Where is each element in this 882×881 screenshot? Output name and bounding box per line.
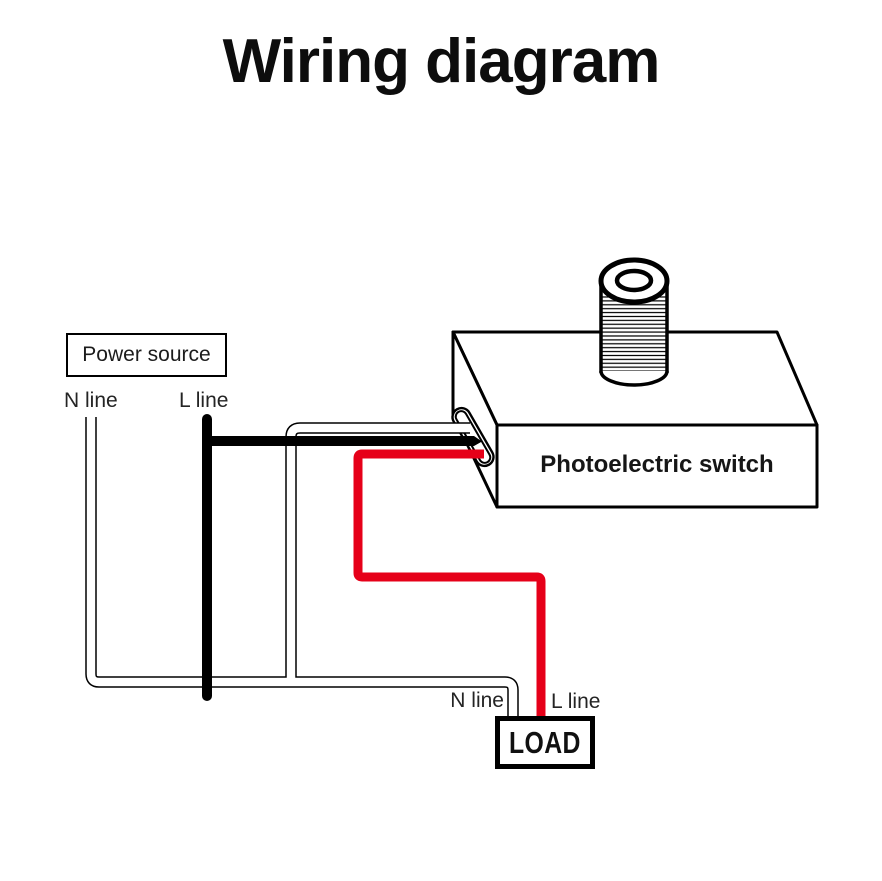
power-source-label: Power source (82, 343, 211, 366)
neutral-wire-switch (285, 422, 470, 684)
sensor-cylinder (598, 257, 670, 387)
sensor-lens-icon (614, 268, 654, 293)
load-box: LOAD (495, 716, 595, 769)
red-wire-switch-to-load (353, 449, 546, 717)
load-n-line-label: N line (450, 689, 504, 712)
live-wire-tip (474, 436, 482, 446)
sensor-bottom-cap (599, 370, 669, 387)
live-wire-power-to-switch (202, 414, 482, 701)
power-n-line-label: N line (64, 389, 118, 412)
load-l-line-label: L line (551, 690, 601, 713)
load-label: LOAD (509, 724, 581, 760)
power-source-box: Power source (66, 333, 227, 377)
neutral-wire-power-to-load (85, 417, 519, 717)
page-title: Wiring diagram (222, 27, 661, 96)
neutral-wires (85, 417, 519, 717)
photoelectric-switch-label: Photoelectric switch (540, 451, 774, 478)
switch-front-face (495, 423, 819, 509)
sensor-threads (601, 296, 667, 372)
power-l-line-label: L line (179, 389, 229, 412)
